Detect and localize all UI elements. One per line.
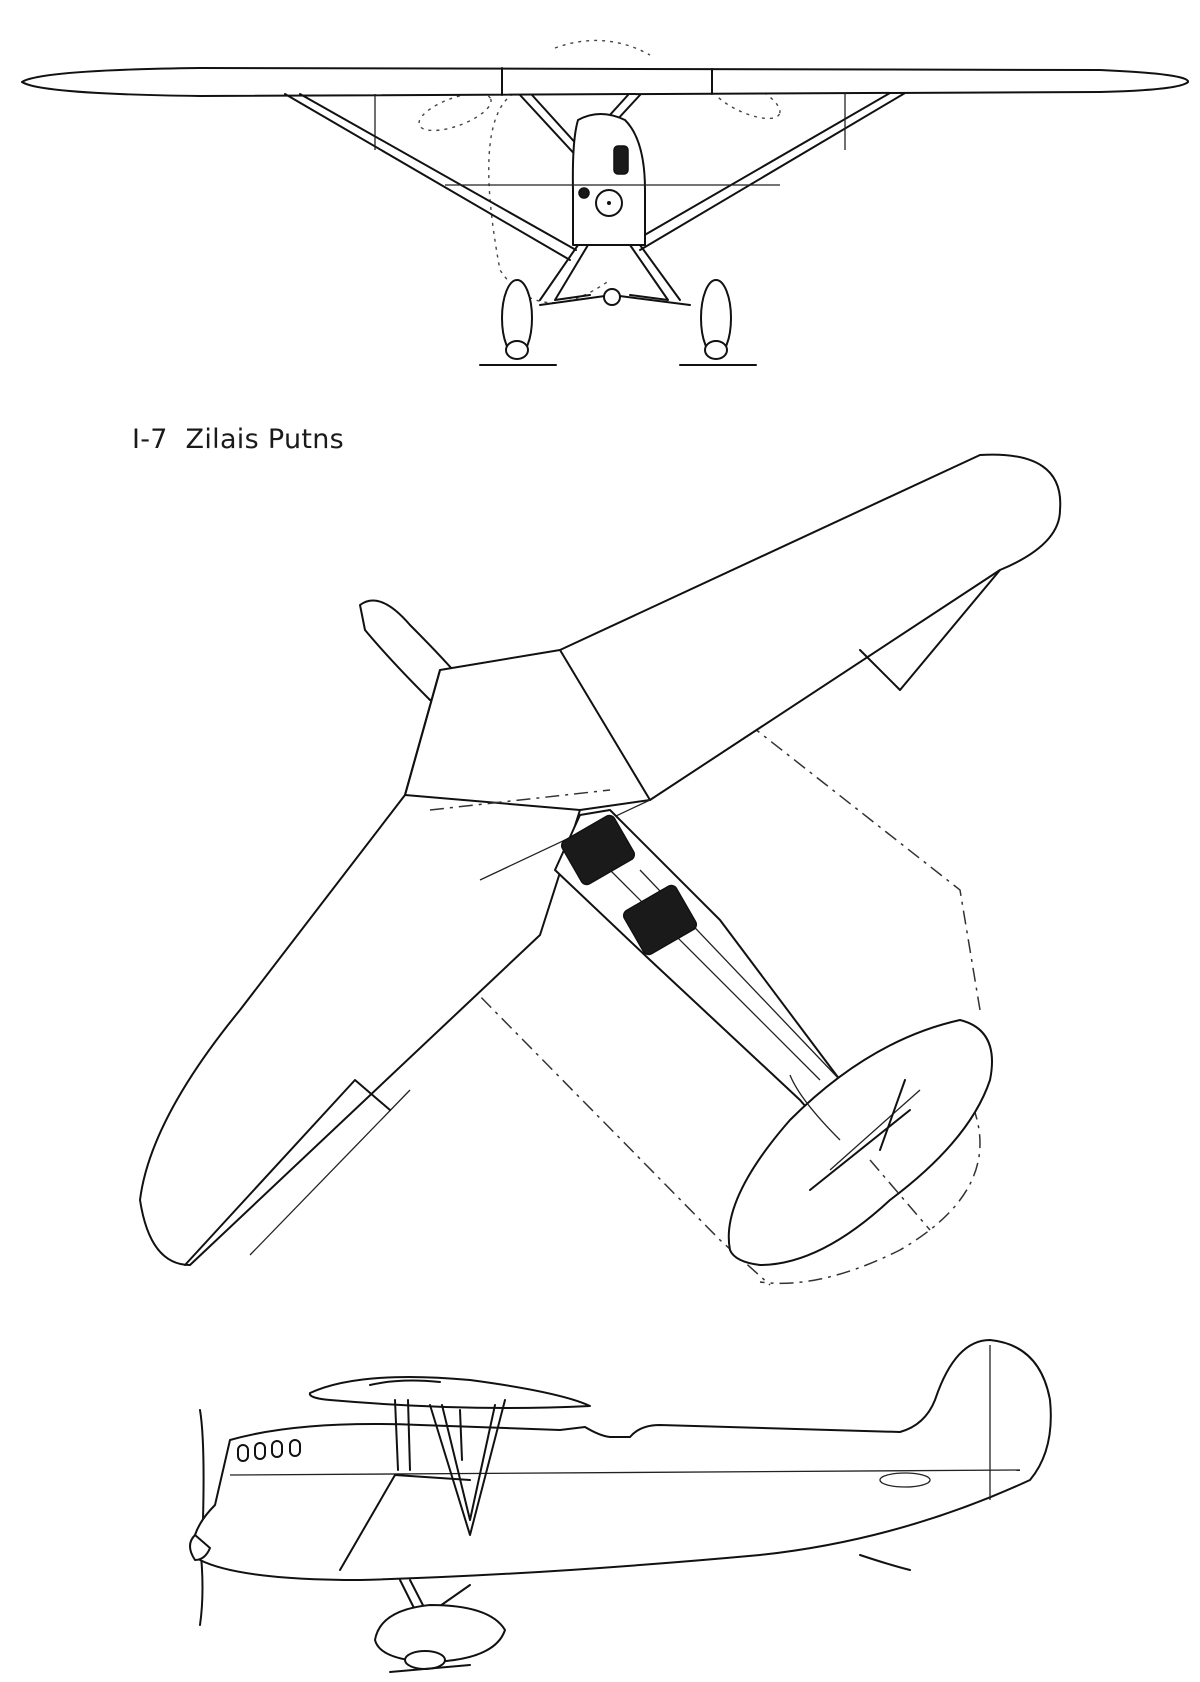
wing-side [310,1377,590,1408]
cockpit-front [560,813,637,886]
cockpit-rear [622,883,699,956]
propeller-arc [555,40,650,55]
wheel-side [405,1651,445,1669]
side-view-drawing [0,1320,1200,1682]
aircraft-designation-caption: I-7 Zilais Putns [132,424,345,455]
main-wing [140,455,1060,1265]
upper-wing [22,68,1188,96]
front-view-drawing [0,0,1200,380]
engine-hub [596,190,622,216]
wing-strut-left [285,94,570,260]
fuselage-front [573,114,645,245]
cabane-struts [395,1400,505,1535]
plan-view-drawing [0,430,1200,1320]
wing-strut-right [640,93,905,250]
spinner-side [190,1535,210,1560]
landing-gear [555,245,668,300]
tail-skid [860,1555,910,1570]
fuselage-side [195,1340,1051,1580]
